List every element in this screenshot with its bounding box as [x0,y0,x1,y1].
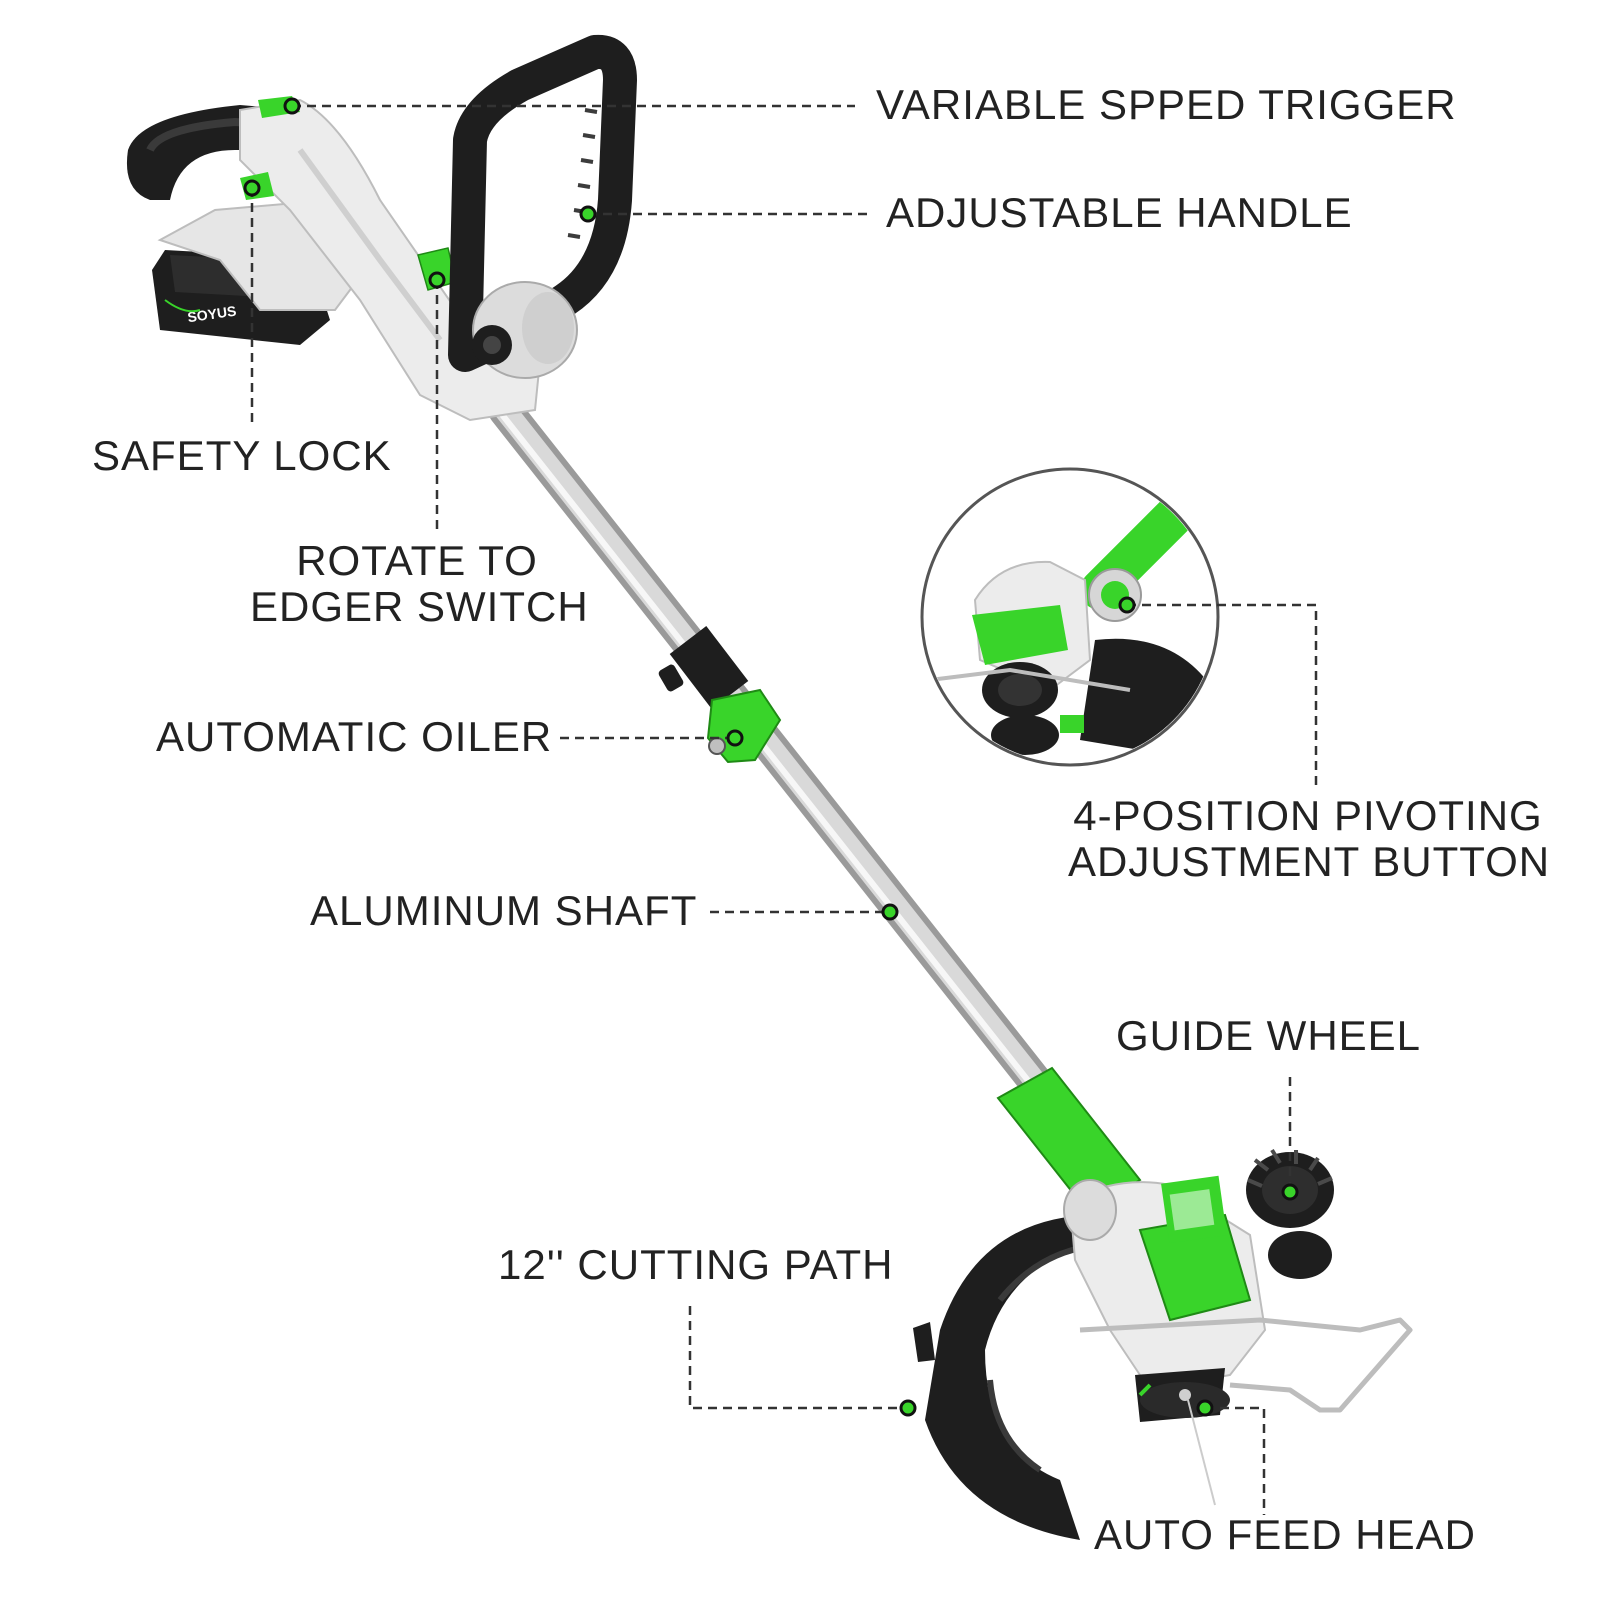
dot-cutting-path [899,1399,917,1417]
label-pivoting-line2: ADJUSTMENT BUTTON [1068,838,1551,886]
dot-aluminum-shaft [881,903,899,921]
leader-lines [250,104,1318,1515]
pivot-closeup-inset [920,467,1220,767]
leader-auto-feed-head [1205,1406,1266,1515]
label-safety-lock: SAFETY LOCK [92,432,392,479]
dot-auto-feed-head [1196,1399,1214,1417]
dot-safety-lock [243,179,261,197]
aluminum-shaft-graphic [488,393,1142,1214]
label-adjustable-handle: ADJUSTABLE HANDLE [886,189,1353,236]
dot-automatic-oiler [726,729,744,747]
label-pivoting-line1: 4-POSITION PIVOTING [1073,792,1543,839]
label-rotate-to-edger-line1: ROTATE TO [296,537,538,584]
trimmer-cutting-head [913,1148,1413,1540]
dot-pivot-button [1118,596,1136,614]
label-pivoting-adjustment-button: 4-POSITION PIVOTING ADJUSTMENT BUTTON [1068,792,1551,886]
dot-variable-speed-trigger [283,97,301,115]
leader-pivot-button [1127,603,1318,785]
label-guide-wheel: GUIDE WHEEL [1116,1012,1422,1059]
label-cutting-path: 12'' CUTTING PATH [498,1241,894,1288]
label-aluminum-shaft: ALUMINUM SHAFT [310,887,698,934]
trimmer-upper-body: SOYUS [126,34,637,422]
dot-edger-switch [428,271,446,289]
svg-text:SOYUS: SOYUS [186,303,237,326]
label-rotate-to-edger-line2: EDGER SWITCH [250,583,589,631]
dot-guide-wheel [1281,1183,1299,1201]
label-rotate-to-edger-switch: ROTATE TO EDGER SWITCH [250,537,589,631]
label-variable-speed-trigger: VARIABLE SPPED TRIGGER [876,81,1457,128]
dot-adjustable-handle [579,205,597,223]
leader-cutting-path [688,1306,908,1410]
label-auto-feed-head: AUTO FEED HEAD [1094,1511,1476,1558]
label-automatic-oiler: AUTOMATIC OILER [156,713,553,760]
callout-dots [243,97,1299,1417]
